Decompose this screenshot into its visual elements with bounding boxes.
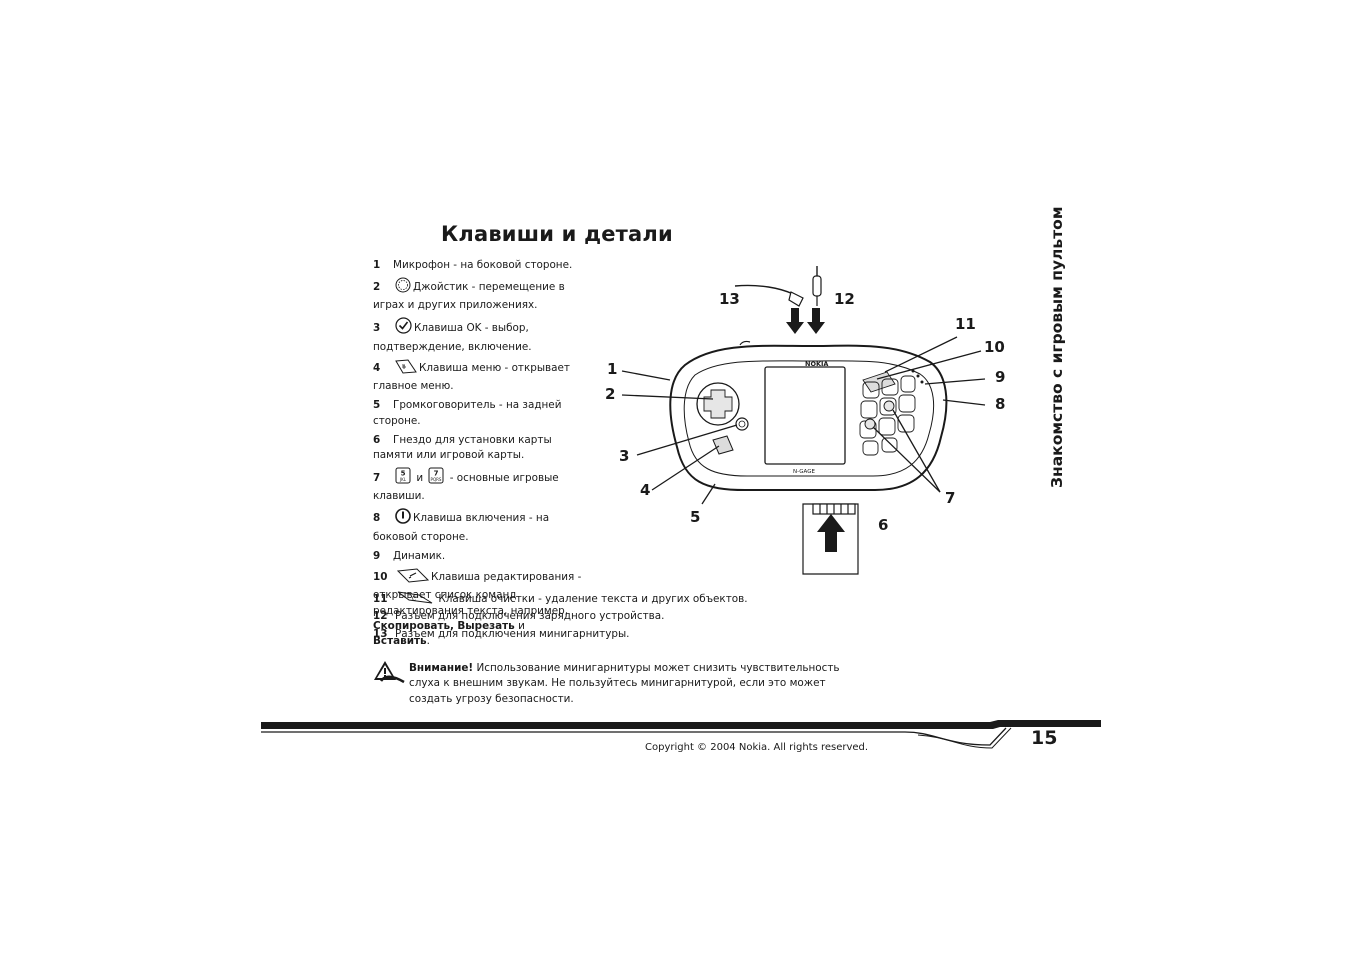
item-text: Джойстик - перемещение в играх и других … xyxy=(373,281,565,312)
callout-9: 9 xyxy=(995,368,1005,386)
list-item: 9 Динамик. xyxy=(373,549,583,564)
item-number: 2 xyxy=(373,281,381,293)
arrow-card xyxy=(817,514,845,552)
device-body xyxy=(669,344,948,491)
callout-10: 10 xyxy=(984,338,1005,356)
separator: , xyxy=(450,620,454,633)
item-text: Клавиша OK - выбор, подтверждение, включ… xyxy=(373,322,532,353)
key-5-digit: 5 xyxy=(401,470,406,478)
warning-label: Внимание! xyxy=(409,662,474,674)
command-copy: Скопировать xyxy=(373,620,451,633)
memory-card xyxy=(802,503,859,575)
item-end: . xyxy=(426,635,430,648)
item-text: Гнездо для установки карты памяти или иг… xyxy=(373,433,552,462)
copyright-notice: Copyright © 2004 Nokia. All rights reser… xyxy=(645,742,869,753)
warning-note: Внимание! Использование минигарнитуры мо… xyxy=(409,661,854,707)
key-7-letters: PQRS xyxy=(431,477,442,482)
separator: и xyxy=(518,620,525,633)
power-key-icon xyxy=(395,508,411,529)
item-text: Клавиша редактирования - открывает списо… xyxy=(373,570,582,617)
warning-text: Использование минигарнитуры может снизит… xyxy=(409,662,840,705)
item-number: 5 xyxy=(373,399,381,412)
item-text: Разъем для подключения минигарнитуры. xyxy=(395,628,630,640)
callout-13: 13 xyxy=(719,290,740,308)
item-connector: и xyxy=(416,472,424,485)
ok-key xyxy=(735,417,749,431)
item-number: 7 xyxy=(373,472,381,485)
clear-key-icon: C xyxy=(397,590,433,610)
item-number: 12 xyxy=(373,610,388,622)
command-paste: Вставить xyxy=(373,635,427,648)
menu-key xyxy=(712,435,734,455)
item-text: Динамик. xyxy=(393,549,446,562)
item-text: Микрофон - на боковой стороне. xyxy=(393,259,573,271)
joystick-icon xyxy=(395,277,411,298)
item-text: Клавиша включения - на боковой стороне. xyxy=(373,512,550,543)
keypad xyxy=(859,371,916,456)
key-7-digit: 7 xyxy=(434,470,439,478)
ok-key-icon xyxy=(395,317,412,339)
edit-key-icon xyxy=(396,568,430,588)
section-title-vertical: Знакомство с игровым пультом xyxy=(1048,206,1066,489)
item-number: 10 xyxy=(373,570,388,583)
item-text: - основные игровые клавиши. xyxy=(373,472,559,503)
callout-11: 11 xyxy=(955,315,976,333)
callout-12: 12 xyxy=(834,290,855,308)
item-number: 3 xyxy=(373,322,381,335)
model-logo: N-GAGE xyxy=(793,469,815,475)
arrow-headset xyxy=(786,308,804,334)
list-item: 11 C Клавиша очистки - удаление текста и … xyxy=(373,590,853,610)
callout-2: 2 xyxy=(605,385,615,403)
arrow-charger xyxy=(807,308,825,334)
device-diagram: NOKIA N-GAGE 1 2 3 4 5 6 7 8 9 10 11 12 … xyxy=(605,266,1005,575)
callout-4: 4 xyxy=(640,481,650,499)
callout-1: 1 xyxy=(607,360,617,378)
list-item: 13 Разъем для подключения минигарнитуры. xyxy=(373,627,853,642)
page-title: Клавиши и детали xyxy=(441,222,673,246)
callout-7: 7 xyxy=(945,489,955,507)
item-number: 11 xyxy=(373,593,388,605)
screen xyxy=(764,366,846,465)
callout-5: 5 xyxy=(690,508,700,526)
item-text: Клавиша меню - открывает главное меню. xyxy=(373,361,570,393)
callout-8: 8 xyxy=(995,395,1005,413)
clear-key-letter: C xyxy=(412,596,416,603)
command-cut: Вырезать xyxy=(457,620,515,633)
menu-key-icon xyxy=(395,359,417,379)
item-text: Клавиша очистки - удаление текста и друг… xyxy=(438,593,748,605)
item-number: 9 xyxy=(373,549,381,562)
item-number: 6 xyxy=(373,433,381,446)
item-text: Громкоговоритель - на задней стороне. xyxy=(373,399,562,427)
item-number: 1 xyxy=(373,259,381,271)
item-number: 8 xyxy=(373,512,381,525)
warning-icon xyxy=(373,660,405,688)
callout-6: 6 xyxy=(878,516,888,534)
item-number: 4 xyxy=(373,361,381,374)
joystick xyxy=(696,382,740,426)
item-number: 13 xyxy=(373,628,388,640)
key-5-letters: JKL xyxy=(399,477,407,482)
list-item: 1 Микрофон - на боковой стороне. xyxy=(373,258,583,273)
list-item: 12 Разъем для подключения зарядного устро… xyxy=(373,609,853,624)
callout-3: 3 xyxy=(619,447,629,465)
item-text: Разъем для подключения зарядного устройс… xyxy=(395,610,665,622)
brand-logo: NOKIA xyxy=(805,360,828,368)
page-number: 15 xyxy=(1031,727,1058,749)
